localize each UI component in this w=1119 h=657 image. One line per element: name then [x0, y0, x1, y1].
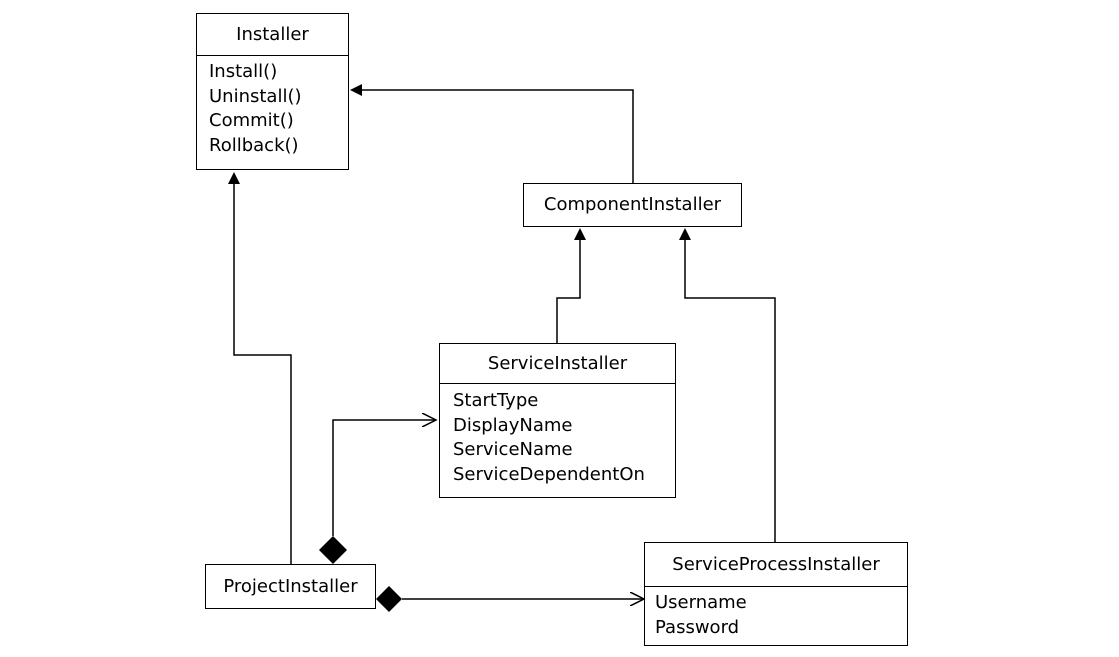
member: StartType [453, 390, 539, 411]
member: DisplayName [453, 414, 573, 436]
class-name: ProjectInstaller [223, 575, 358, 597]
member: Username [655, 592, 747, 613]
member-list: Username Password [645, 587, 907, 640]
member: ServiceDependentOn [453, 463, 645, 485]
class-name: ServiceProcessInstaller [645, 543, 907, 587]
serviceprocessinstaller-to-componentinstaller-line [679, 228, 776, 542]
composition-diamond-icon [376, 586, 402, 612]
projectinstaller-to-installer-line [228, 172, 292, 565]
member: Install() [209, 61, 278, 82]
class-installer: Installer Install() Uninstall() Commit()… [196, 13, 349, 170]
composition-diamond-icon [319, 536, 347, 564]
member: Commit() [209, 110, 294, 131]
member: ServiceName [453, 439, 573, 460]
class-name: ServiceInstaller [440, 344, 675, 384]
class-componentinstaller: ComponentInstaller [523, 183, 742, 227]
class-serviceinstaller: ServiceInstaller StartType DisplayName S… [439, 343, 676, 498]
serviceinstaller-to-componentinstaller-line [556, 228, 586, 344]
projectinstaller-to-serviceinstaller-line [332, 420, 436, 536]
member-list: Install() Uninstall() Commit() Rollback(… [197, 56, 348, 158]
member: Uninstall() [209, 85, 302, 107]
class-serviceprocessinstaller: ServiceProcessInstaller Username Passwor… [644, 542, 908, 646]
member-list: StartType DisplayName ServiceName Servic… [440, 384, 675, 487]
class-projectinstaller: ProjectInstaller [205, 564, 376, 609]
member: Password [655, 616, 740, 638]
class-name: Installer [197, 14, 348, 56]
member: Rollback() [209, 134, 299, 156]
componentinstaller-to-installer-line [350, 84, 634, 183]
class-name: ComponentInstaller [543, 194, 722, 215]
